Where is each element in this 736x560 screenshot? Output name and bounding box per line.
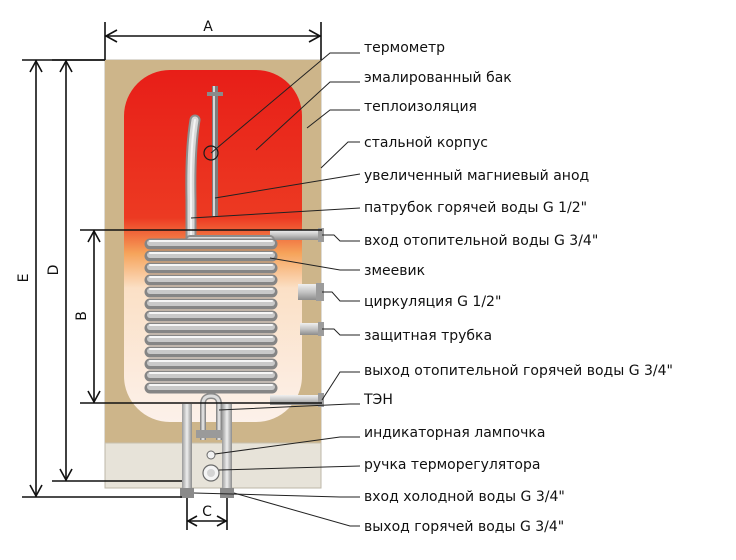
hot-water-pipe (185, 114, 201, 246)
label-thermostat: ручка терморегулятора (364, 457, 540, 473)
heating-element (196, 392, 226, 440)
label-thermometer: термометр (364, 40, 445, 56)
dimension-b: B (74, 229, 322, 404)
protective-tube-fitting (300, 322, 324, 336)
indicator-lamp (206, 450, 216, 460)
dimension-d: D (46, 59, 182, 482)
label-enamel-tank: эмалированный бак (364, 70, 512, 86)
dimension-d-label: D (46, 265, 62, 276)
thermometer-marker (203, 145, 219, 161)
leader-cold-water (193, 492, 360, 498)
leader-heating-inlet (322, 234, 360, 242)
label-insulation: теплоизоляция (364, 99, 477, 115)
leader-steel-casing (320, 141, 360, 169)
dimension-e-label: E (16, 274, 32, 283)
leader-lines (190, 52, 361, 527)
leader-thermometer (210, 52, 360, 154)
heat-exchanger-coil (144, 238, 278, 394)
leader-insulation (306, 109, 360, 129)
cold-water-pipe (180, 404, 194, 498)
label-hot-water-out: выход горячей воды G 3/4" (364, 519, 564, 535)
leader-heating-outlet (321, 371, 360, 401)
thermostat-knob (202, 464, 220, 482)
label-heating-inlet: вход отопительной воды G 3/4" (364, 233, 598, 249)
leader-thermostat (218, 465, 361, 471)
leader-hot-water-out (233, 492, 360, 527)
leader-circulation (322, 291, 360, 302)
label-protective-tube: защитная трубка (364, 328, 492, 344)
label-coil: змеевик (364, 263, 425, 279)
dimension-c-label: C (202, 504, 212, 520)
dimension-a-label: A (203, 19, 213, 35)
dimension-b-label: B (74, 311, 90, 321)
heating-outlet-pipe (270, 393, 324, 407)
dimension-a: A (104, 19, 322, 60)
leader-enamel-tank (255, 81, 360, 151)
leader-coil (269, 257, 360, 271)
dimension-e: E (16, 59, 182, 498)
label-indicator-lamp: индикаторная лампочка (364, 425, 545, 441)
dimension-c: C (186, 498, 228, 530)
leader-protective-tube (322, 328, 360, 336)
leader-ten (218, 403, 360, 411)
label-circulation: циркуляция G 1/2" (364, 294, 501, 310)
label-steel-casing: стальной корпус (364, 135, 488, 151)
circulation-fitting (298, 283, 324, 301)
label-ten: ТЭН (363, 392, 393, 408)
label-anode: увеличенный магниевый анод (364, 168, 589, 184)
leader-indicator-lamp (214, 436, 360, 455)
leader-anode (214, 173, 361, 199)
label-hot-pipe: патрубок горячей воды G 1/2" (364, 200, 587, 216)
leader-hot-pipe (190, 207, 361, 219)
label-cold-water: вход холодной воды G 3/4" (364, 489, 565, 505)
hot-water-outlet-pipe (220, 404, 234, 498)
label-heating-outlet: выход отопительной горячей воды G 3/4" (364, 363, 673, 379)
callout-labels: термометр эмалированный бак теплоизоляци… (363, 40, 673, 535)
